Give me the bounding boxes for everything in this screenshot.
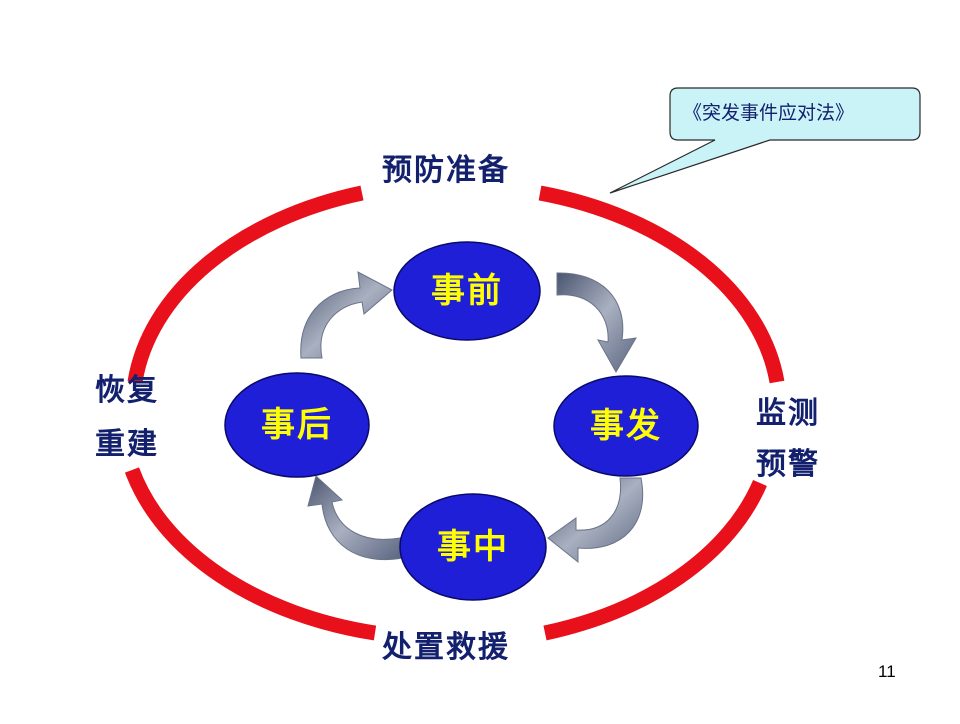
ring-arc-top-left [127,185,364,384]
node-occur-label: 事发 [590,406,662,446]
label-rebuild: 重建 [95,427,159,462]
node-after-circle [224,372,370,478]
node-after-label: 事后 [261,405,333,445]
node-before-circle [393,241,541,341]
node-during-circle [399,493,547,601]
label-warning: 预警 [756,447,820,482]
ring-arc-bottom-right [543,480,767,641]
arrow-occur-to-during [547,477,644,564]
arrow-during-to-after [307,475,403,561]
callout-text: 《突发事件应对法》 [683,102,855,124]
callout-bubble [609,87,921,194]
node-occur-circle [553,375,699,477]
node-before-label: 事前 [431,271,503,311]
label-recovery: 恢复 [95,373,159,408]
arrow-before-to-occur [556,272,637,374]
ring-arc-top-right [538,185,785,384]
page-number: 11 [878,662,896,681]
ring-arc-bottom-left [124,467,377,641]
label-monitoring: 监测 [756,396,820,431]
node-during-label: 事中 [437,527,509,567]
label-handling-rescue: 处置救援 [382,630,510,665]
arrow-after-to-before [300,271,393,359]
label-prevention-preparation: 预防准备 [382,153,510,188]
